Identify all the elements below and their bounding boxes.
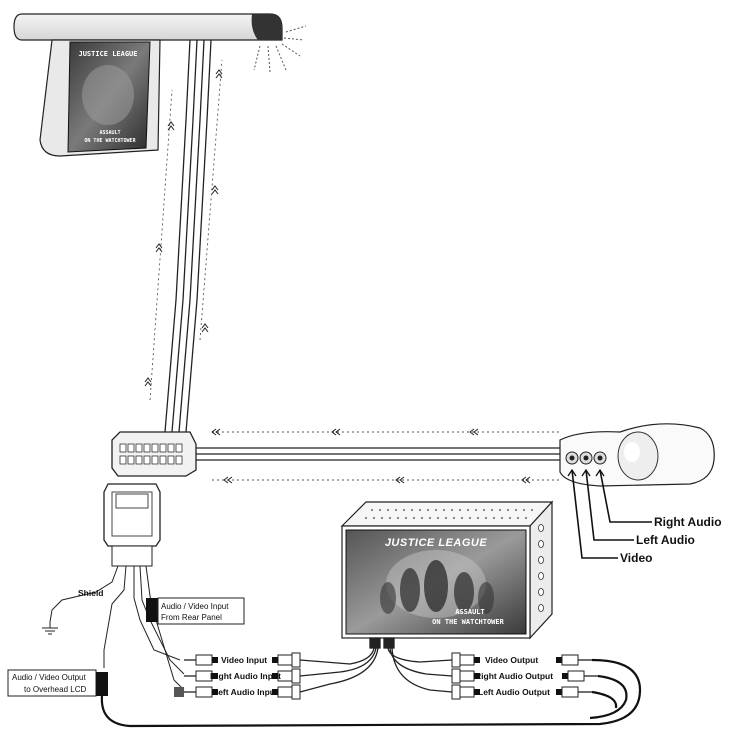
dvd-screen-subtitle-1: ASSAULT — [455, 608, 485, 616]
dvd-cables — [299, 637, 453, 693]
input-marker — [146, 598, 158, 622]
overhead-lcd: JUSTICE LEAGUE ASSAULT ON THE WATCHTOWER — [13, 13, 307, 157]
dvd-screen-title: JUSTICE LEAGUE — [385, 537, 488, 549]
rca-left-audio-input — [174, 684, 301, 700]
return-cable — [100, 658, 642, 728]
dvd-screen-subtitle-2: ON THE WATCHTOWER — [432, 618, 504, 626]
rca-inputs — [174, 652, 301, 700]
shield-label: Shield — [78, 588, 104, 598]
video-label: Video — [620, 551, 652, 565]
harness-plug — [49, 483, 185, 691]
right-audio-label: Right Audio — [654, 515, 722, 529]
overhead-screen-subtitle-2: ON THE WATCHTOWER — [84, 138, 136, 144]
dvd-player: JUSTICE LEAGUE ASSAULT ON THE WATCHTOWER — [340, 500, 554, 640]
output-label-line-2: to Overhead LCD — [24, 685, 86, 694]
ground-icon — [42, 622, 58, 635]
rca-video-output — [451, 652, 592, 668]
harness-connector — [111, 431, 197, 477]
rca-output-label-video: Video Output — [485, 655, 538, 665]
signal-flow-arrows-vertical — [149, 59, 223, 401]
chevrons-up — [144, 69, 223, 387]
input-label-line-2: From Rear Panel — [161, 613, 222, 622]
dvd-screen-content: JUSTICE LEAGUE ASSAULT ON THE WATCHTOWER — [380, 537, 505, 626]
rear-control-panel — [559, 423, 715, 487]
rca-outputs — [451, 652, 598, 700]
input-label-box — [157, 597, 245, 625]
light-rays — [253, 25, 307, 73]
signal-flow-arrows-horizontal — [212, 431, 560, 481]
rca-input-label-right-audio: Right Audio Input — [210, 671, 281, 681]
rca-video-input — [184, 652, 301, 668]
rca-right-audio-output — [451, 668, 598, 684]
left-audio-label: Left Audio — [636, 533, 695, 547]
rca-output-label-right-audio: Right Audio Output — [475, 671, 553, 681]
overhead-screen-subtitle-1: ASSAULT — [99, 130, 120, 136]
rca-input-label-video: Video Input — [221, 655, 267, 665]
rca-input-label-left-audio: Left Audio Input — [213, 687, 278, 697]
rca-output-label-left-audio: Left Audio Output — [478, 687, 550, 697]
chevrons-left — [211, 428, 531, 484]
overhead-screen-title: JUSTICE LEAGUE — [78, 50, 137, 58]
output-marker — [96, 672, 108, 696]
overhead-cable — [164, 39, 212, 433]
output-label-line-1: Audio / Video Output — [12, 673, 86, 682]
rca-right-audio-input — [184, 668, 301, 684]
overhead-screen-content: JUSTICE LEAGUE ASSAULT ON THE WATCHTOWER — [78, 50, 137, 144]
rca-left-audio-output — [451, 684, 592, 700]
input-label-line-1: Audio / Video Input — [161, 602, 229, 611]
rear-panel-cable — [196, 447, 560, 461]
callout-lines — [567, 468, 652, 559]
